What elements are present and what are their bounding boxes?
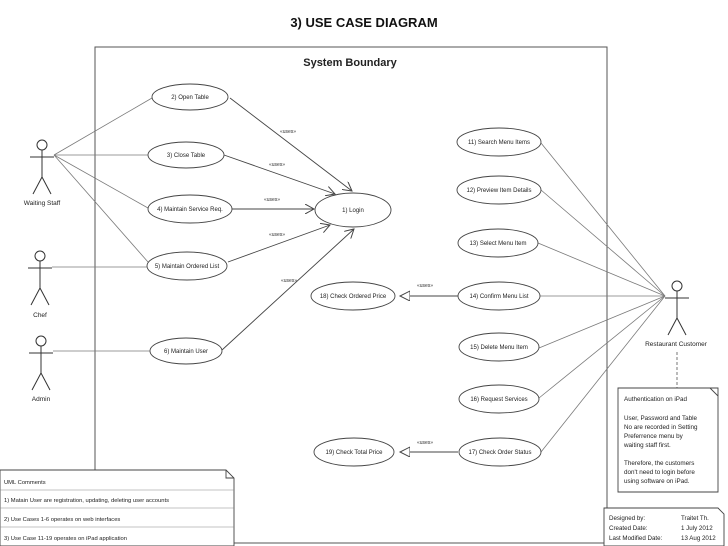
auth-note-line-4: waiting staff first. <box>623 442 671 449</box>
uml-comment-2: 2) Use Cases 1-6 operates on web interfa… <box>4 517 120 523</box>
use-case-close-table: 3) Close Table <box>147 141 225 169</box>
actor-waiting-staff <box>30 139 54 195</box>
meta-created-value: 1 July 2012 <box>681 525 713 532</box>
associations-waiting-staff <box>53 97 153 263</box>
use-case-check-order-status: 17) Check Order Status <box>458 437 542 467</box>
use-case-select-menu-item: 13) Select Menu Item <box>457 228 539 258</box>
use-case-check-ordered-price: 18) Check Ordered Price <box>310 281 396 311</box>
meta-info-box: Designed by: Traitet Th. Created Date: 1… <box>603 507 725 546</box>
meta-modified-label: Last Modified Date: <box>609 535 663 542</box>
system-boundary <box>94 46 608 544</box>
system-boundary-title: System Boundary <box>303 57 397 69</box>
uses-label-1: «uses» <box>280 129 296 135</box>
use-case-label-check-ordered-price: 18) Check Ordered Price <box>320 294 387 300</box>
auth-note-line-3: Preferrence menu by <box>624 433 684 440</box>
uses-label-4: «uses» <box>269 232 285 238</box>
uses-label-6: «uses» <box>417 283 433 289</box>
use-case-label-confirm-menu-list: 14) Confirm Menu List <box>469 294 528 300</box>
actor-chef <box>28 250 52 306</box>
use-case-request-services: 16) Request Services <box>458 384 540 414</box>
use-case-label-maintain-service-req: 4) Maintain Service Req. <box>157 207 223 213</box>
auth-note-line-1: User, Password and Table <box>624 415 698 422</box>
auth-note-line-2: No are recorded in Setting <box>624 424 698 431</box>
meta-created-label: Created Date: <box>609 525 648 532</box>
use-case-label-delete-menu-item: 15) Delete Menu Item <box>470 345 528 351</box>
auth-note-line-8: using software on iPad. <box>624 478 690 485</box>
use-case-maintain-user: 6) Maintain User <box>149 337 223 365</box>
use-case-search-menu-items: 11) Search Menu Items <box>456 127 542 157</box>
use-case-maintain-service-req: 4) Maintain Service Req. <box>147 194 233 224</box>
meta-modified-value: 13 Aug 2012 <box>681 535 716 542</box>
uml-comments-title: UML Comments <box>4 480 46 486</box>
meta-designed-by-label: Designed by: <box>609 515 645 522</box>
actor-label-chef: Chef <box>33 312 47 319</box>
auth-note-line-6: Therefore, the customers <box>624 460 694 467</box>
meta-designed-by-value: Traitet Th. <box>681 515 709 522</box>
actor-admin <box>29 335 53 391</box>
associations-restaurant-customer <box>537 142 666 453</box>
use-case-label-maintain-user: 6) Maintain User <box>164 349 208 355</box>
uses-relations-login <box>221 97 354 351</box>
use-case-label-check-total-price: 19) Check Total Price <box>326 450 384 456</box>
use-case-open-table: 2) Open Table <box>151 83 229 111</box>
actor-label-restaurant-customer: Restaurant Customer <box>645 341 708 348</box>
auth-note: Authentication on iPad User, Password an… <box>617 387 719 493</box>
uses-label-5: «uses» <box>281 278 297 284</box>
actor-label-waiting-staff: Waiting Staff <box>24 200 61 207</box>
use-case-label-request-services: 16) Request Services <box>470 397 527 403</box>
use-case-label-open-table: 2) Open Table <box>171 95 209 101</box>
use-case-label-preview-item-details: 12) Preview Item Details <box>466 188 531 194</box>
actor-restaurant-customer <box>665 280 689 336</box>
uses-label-2: «uses» <box>269 162 285 168</box>
use-case-label-select-menu-item: 13) Select Menu Item <box>469 241 526 247</box>
actor-label-admin: Admin <box>32 396 51 403</box>
uses-label-7: «uses» <box>417 440 433 446</box>
use-case-login: 1) Login <box>314 192 392 228</box>
use-case-label-search-menu-items: 11) Search Menu Items <box>468 140 530 146</box>
use-case-label-close-table: 3) Close Table <box>167 153 206 159</box>
use-case-delete-menu-item: 15) Delete Menu Item <box>458 332 540 362</box>
use-case-confirm-menu-list: 14) Confirm Menu List <box>457 281 541 311</box>
use-case-label-login: 1) Login <box>342 208 364 214</box>
uml-comments-note: UML Comments 1) Matain User are registra… <box>0 469 235 546</box>
slide-title: 3) USE CASE DIAGRAM <box>290 15 437 30</box>
use-case-label-check-order-status: 17) Check Order Status <box>468 450 531 456</box>
uml-comment-1: 1) Matain User are registration, updatin… <box>4 498 169 504</box>
use-case-check-total-price: 19) Check Total Price <box>313 437 395 467</box>
uml-comment-3: 3) Use Case 11-19 operates on iPad appli… <box>4 536 127 542</box>
uses-label-3: «uses» <box>264 197 280 203</box>
auth-note-title: Authentication on iPad <box>624 396 688 403</box>
use-case-label-maintain-ordered-list: 5) Maintain Ordered List <box>155 264 220 270</box>
use-case-preview-item-details: 12) Preview Item Details <box>456 175 542 205</box>
auth-note-line-7: don't need to login before <box>624 469 695 476</box>
use-case-maintain-ordered-list: 5) Maintain Ordered List <box>146 251 228 281</box>
